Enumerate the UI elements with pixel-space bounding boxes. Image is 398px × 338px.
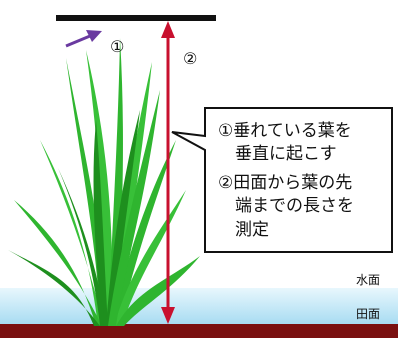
callout-line-4: 端までの長さを	[218, 196, 354, 216]
height-measure-arrow	[161, 21, 175, 324]
callout-box	[171, 107, 393, 253]
rice-plant	[8, 38, 200, 326]
marker-one: ①	[110, 37, 124, 56]
paddy-surface-layer	[0, 324, 398, 338]
water-layer	[0, 288, 398, 324]
water-surface-label: 水面	[356, 273, 381, 287]
callout-line-5: 測定	[218, 220, 269, 240]
lift-leaf-arrow	[65, 30, 102, 48]
callout-line-3: ②田面から葉の先	[218, 173, 353, 193]
callout-line-2: 垂直に起こす	[218, 144, 337, 164]
marker-two: ②	[183, 49, 197, 68]
paddy-surface-label: 田面	[356, 307, 381, 321]
callout-line-1: ①垂れている葉を	[218, 121, 352, 141]
top-measure-bar	[56, 15, 216, 21]
